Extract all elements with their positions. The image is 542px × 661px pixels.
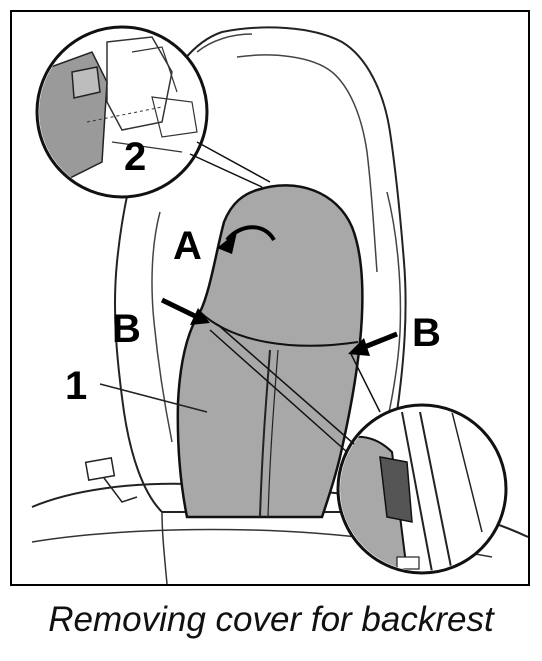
inset-b-connector xyxy=(209,329,348,453)
inset-b-connector-c xyxy=(349,351,381,413)
inset-detail-2 xyxy=(35,25,209,199)
arrow-b-right xyxy=(361,331,398,351)
arrow-a xyxy=(225,225,276,242)
inset-2-connector-b xyxy=(189,153,263,188)
inset-detail-b xyxy=(336,403,508,575)
seat-diagram-frame: 2 A B B 1 xyxy=(10,10,530,586)
backrest-cover-seam-2 xyxy=(267,349,279,518)
arrow-a-head xyxy=(217,232,237,254)
callout-part-1: 1 xyxy=(65,364,88,408)
arrow-b-right-head xyxy=(348,338,370,356)
arrow-b-left-head xyxy=(190,308,210,325)
figure-caption: Removing cover for backrest xyxy=(48,600,494,639)
seat-cushion-seam xyxy=(161,511,168,584)
inset-2-connector xyxy=(196,141,271,183)
arrow-b-left xyxy=(160,297,199,320)
inset-b-connector-b xyxy=(216,323,355,445)
left-bolster-outline xyxy=(151,211,173,443)
callout-step-b-right: B xyxy=(412,311,441,355)
backrest-cover-seam xyxy=(259,349,271,518)
headrest-outline xyxy=(196,33,253,53)
seat-belt-buckle xyxy=(84,457,116,481)
seat-back-inner-outline xyxy=(236,54,378,273)
leader-part-1 xyxy=(99,383,208,413)
callout-part-2: 2 xyxy=(124,135,147,179)
seat-diagram xyxy=(31,25,528,584)
callout-step-a: A xyxy=(173,224,202,268)
backrest-cover-band xyxy=(199,311,359,347)
buckle-stem xyxy=(103,477,138,503)
callout-step-b-left: B xyxy=(112,307,141,351)
